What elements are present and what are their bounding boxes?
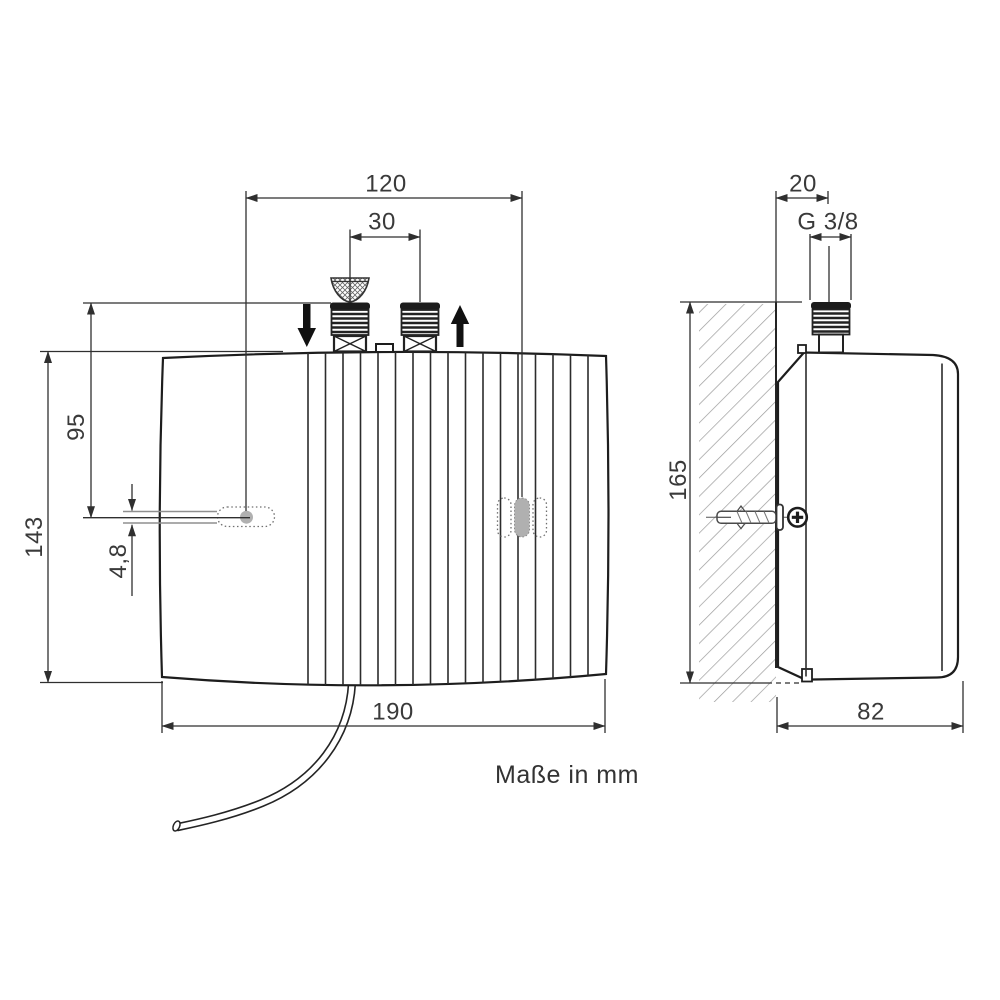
- extension-lines: [349, 229, 421, 302]
- dimension-value: 95: [63, 413, 90, 441]
- wall-hatching: [699, 304, 776, 702]
- dimension-body-width: 190: [161, 679, 606, 733]
- side-pipe-fitting: [811, 302, 851, 354]
- thread-ridges: [401, 312, 439, 334]
- slot-hole: [514, 497, 530, 538]
- phillips-cross-icon: [791, 511, 804, 523]
- side-view: 20 G 3/8 165 82: [665, 171, 964, 733]
- extension-lines: [809, 234, 852, 302]
- body-top-notch: [375, 343, 394, 353]
- anchor-threads: [736, 511, 770, 524]
- fitting-base-cross: [333, 335, 367, 353]
- dimension-value: 4,8: [105, 544, 132, 579]
- fitting-cap: [811, 302, 851, 310]
- power-cable: [172, 678, 357, 832]
- dimension-body-height: 143: [21, 350, 283, 684]
- front-view: 120 30 95 143 4,8 19: [21, 171, 610, 832]
- dimension-value: 190: [372, 699, 414, 726]
- dimension-slot-height: 4,8: [105, 484, 136, 596]
- mounting-screw: [706, 503, 809, 531]
- thread-label: G 3/8: [797, 209, 858, 236]
- outlet-arrow-up-icon: [450, 305, 470, 347]
- dimension-value: 30: [368, 209, 396, 236]
- extension-lines: [40, 350, 283, 684]
- dimension-body-depth: 82: [776, 681, 964, 733]
- fitting-cap: [400, 302, 440, 310]
- bottom-foot: [801, 668, 813, 683]
- fitting-neck: [818, 333, 844, 354]
- dimension-value: 82: [857, 699, 885, 726]
- dimension-pipe-thread: G 3/8: [797, 209, 858, 302]
- dimension-top-to-mount: 95: [63, 302, 331, 519]
- dimension-value: 20: [789, 171, 817, 198]
- dimension-wall-to-pipe: 20: [775, 171, 829, 302]
- slot-outline-left: [496, 497, 512, 538]
- units-note: Maße in mm: [495, 761, 639, 789]
- left-keyhole-slot: [123, 506, 276, 528]
- inlet-arrow-down-icon: [297, 304, 316, 347]
- body-ribs: [307, 351, 589, 686]
- dimension-value: 165: [665, 459, 692, 501]
- cable-end-cap: [172, 820, 181, 832]
- heater-body-outline: [158, 350, 610, 687]
- slot-outline-right: [532, 497, 548, 538]
- dimension-connection-spacing: 30: [349, 209, 421, 302]
- dimension-keyhole-spacing: 120: [245, 171, 523, 511]
- inlet-fitting: [330, 302, 370, 353]
- right-keyhole-slot: [496, 497, 548, 538]
- extension-lines: [83, 302, 331, 519]
- side-body-outline: [776, 351, 960, 681]
- dimension-value: 143: [21, 516, 48, 558]
- anchor-barbs: [736, 505, 746, 530]
- thread-ridges: [331, 312, 369, 334]
- fitting-cap: [330, 302, 370, 310]
- side-body: [776, 344, 960, 683]
- dimension-value: 120: [365, 171, 407, 198]
- dimension-mounting-height: 165: [665, 301, 803, 684]
- outlet-fitting: [400, 302, 440, 353]
- slot-outline: [216, 506, 276, 528]
- washer: [775, 503, 784, 531]
- top-tab: [797, 344, 807, 354]
- thread-ridges: [812, 312, 850, 333]
- fitting-base-cross: [403, 335, 437, 353]
